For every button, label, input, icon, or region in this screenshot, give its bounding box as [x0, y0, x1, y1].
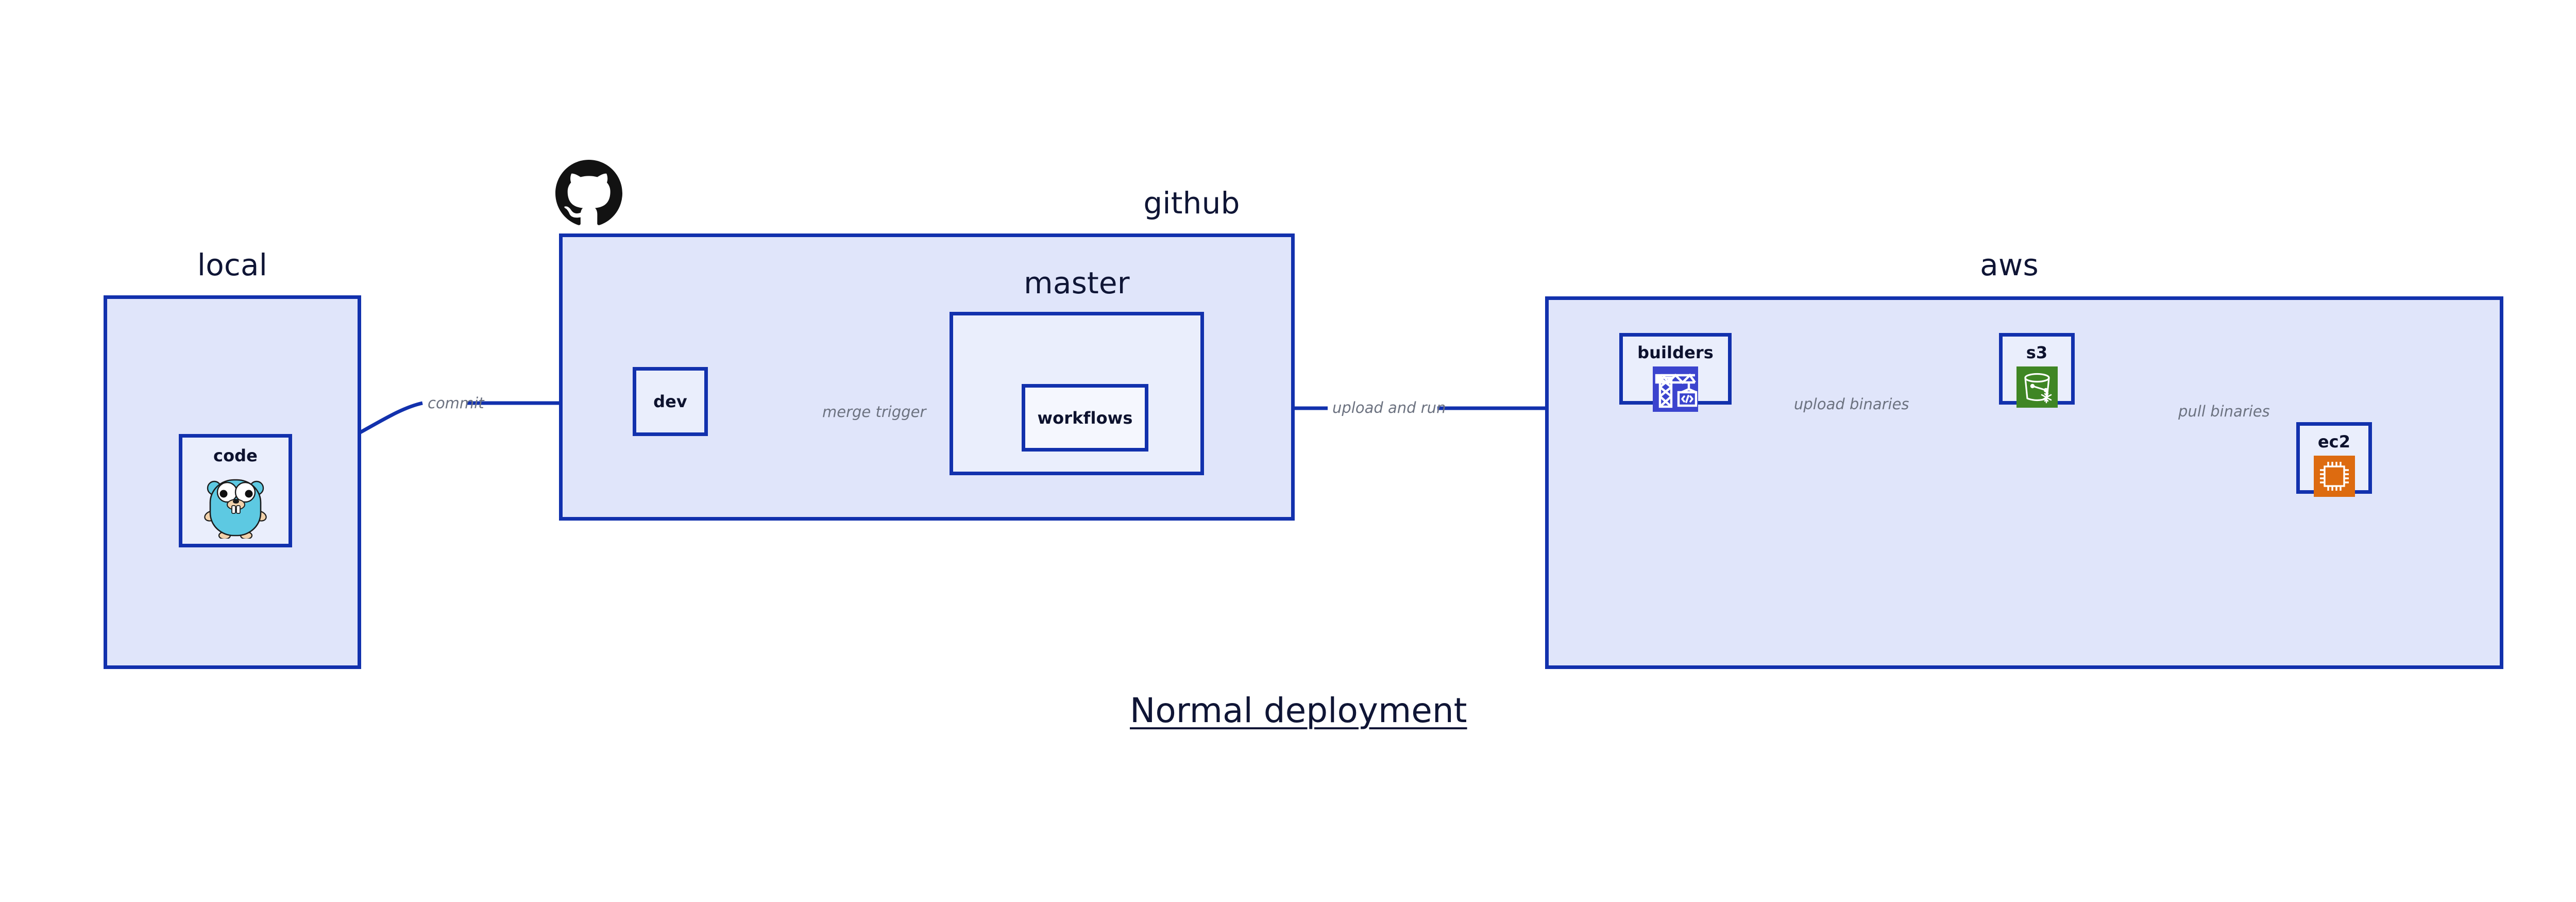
node-s3[interactable]: s3: [1999, 333, 2075, 408]
node-dev[interactable]: dev: [633, 367, 708, 436]
edge-label-merge-trigger: merge trigger: [822, 403, 926, 421]
edge-label-pull-binaries: pull binaries: [2178, 403, 2270, 420]
group-label-master: master: [1024, 265, 1130, 300]
node-ec2-label: ec2: [2317, 432, 2351, 452]
node-builders[interactable]: builders: [1619, 333, 1732, 412]
diagram-title: Normal deployment: [1130, 691, 1467, 730]
node-dev-label: dev: [653, 392, 687, 411]
group-label-local: local: [197, 247, 268, 282]
go-gopher-icon: [203, 469, 268, 539]
node-workflows[interactable]: workflows: [1022, 384, 1148, 452]
edge-label-upload-binaries: upload binaries: [1794, 395, 1909, 413]
aws-ec2-chip-icon: [2313, 456, 2355, 497]
node-workflows-label: workflows: [1037, 408, 1133, 428]
node-s3-label: s3: [2026, 343, 2048, 362]
github-octocat-icon: [555, 160, 622, 227]
group-label-github: github: [1143, 186, 1240, 221]
node-code-label: code: [213, 446, 258, 465]
aws-s3-bucket-icon: [2016, 366, 2058, 408]
edge-label-commit: commit: [428, 394, 484, 412]
aws-builders-crane-icon: [1653, 366, 1698, 412]
group-label-aws: aws: [1980, 247, 2039, 282]
node-code[interactable]: code: [179, 434, 292, 547]
edge-label-upload-and-run: upload and run: [1332, 399, 1446, 416]
node-ec2[interactable]: ec2: [2296, 422, 2372, 497]
node-builders-label: builders: [1637, 343, 1714, 362]
